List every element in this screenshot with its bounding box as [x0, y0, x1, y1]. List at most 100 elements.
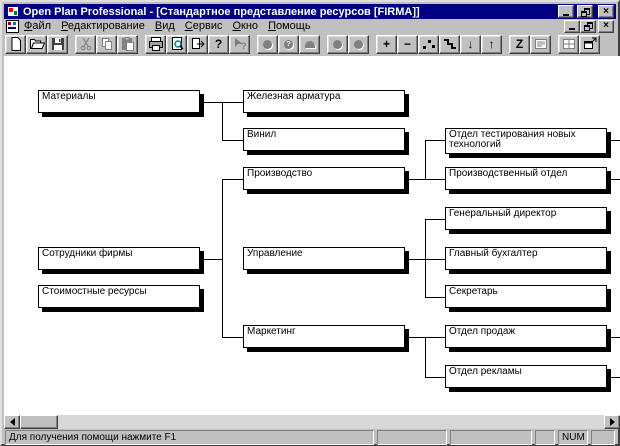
document-icon[interactable] [6, 19, 19, 33]
org-node-production-dept[interactable]: Производственный отдел [445, 167, 607, 190]
restore-button[interactable] [577, 5, 593, 18]
connector-line [611, 377, 620, 378]
connector-line [409, 259, 425, 260]
org-node-management[interactable]: Управление [243, 247, 405, 270]
connector-line [611, 179, 620, 180]
org-node-general-director[interactable]: Генеральный директор [445, 207, 607, 230]
status-pane [535, 430, 555, 445]
new-file-icon [11, 37, 21, 51]
node-dome-button[interactable] [299, 34, 320, 54]
remove-button[interactable]: − [397, 34, 418, 54]
toolbar: ? ? ? + − ↓ ↑ Z [4, 33, 616, 55]
sort-z-button[interactable]: Z [509, 34, 530, 54]
connector-line [425, 377, 445, 378]
org-node-label: Главный бухгалтер [449, 248, 538, 259]
connector-line [425, 219, 445, 220]
window-cascade-button[interactable] [579, 34, 600, 54]
org-node-materials[interactable]: Материалы [38, 90, 200, 113]
child-minimize-button[interactable] [564, 19, 580, 33]
scroll-left-button[interactable] [4, 415, 20, 429]
status-pane [377, 430, 447, 445]
menu-service[interactable]: Сервис [184, 20, 223, 32]
minimize-button[interactable] [558, 5, 574, 18]
connector-line [409, 337, 425, 338]
circle-icon [263, 39, 272, 49]
window-tile-button[interactable] [558, 34, 579, 54]
org-node-label: Секретарь [449, 286, 498, 297]
close-icon: × [603, 20, 609, 31]
open-button[interactable] [26, 34, 47, 54]
org-node-iron-fittings[interactable]: Железная арматура [243, 90, 405, 113]
context-help-button[interactable]: ? [229, 34, 250, 54]
org-node-label: Маркетинг [247, 326, 296, 337]
menu-edit[interactable]: Редактирование [61, 20, 145, 32]
org-node-secretary[interactable]: Секретарь [445, 285, 607, 308]
context-help-icon: ? [234, 38, 247, 51]
org-node-label: Материалы [42, 91, 96, 102]
org-node-sales-dept[interactable]: Отдел продаж [445, 325, 607, 348]
org-node-chief-accountant[interactable]: Главный бухгалтер [445, 247, 607, 270]
child-restore-button[interactable] [580, 19, 596, 33]
status-pane [591, 430, 615, 445]
close-button[interactable]: × [598, 5, 614, 18]
circle-icon [354, 39, 363, 49]
menu-file[interactable]: Файл [24, 20, 52, 32]
connector-line [425, 297, 445, 298]
print-preview-button[interactable] [166, 34, 187, 54]
scroll-right-button[interactable] [604, 415, 620, 429]
org-node-label: Железная арматура [247, 91, 341, 102]
child-close-button[interactable]: × [598, 19, 614, 33]
menu-help[interactable]: Помощь [268, 20, 311, 32]
steps-button[interactable] [439, 34, 460, 54]
scrollbar-thumb[interactable] [20, 415, 58, 429]
connector-line [204, 259, 223, 260]
notes-button[interactable] [530, 34, 551, 54]
link-nodes-button[interactable] [418, 34, 439, 54]
node-circle-question-button[interactable]: ? [278, 34, 299, 54]
menu-view[interactable]: Вид [154, 20, 175, 32]
connector-line [425, 337, 426, 378]
node-circle-b-button[interactable] [348, 34, 369, 54]
menu-window[interactable]: Окно [232, 20, 259, 32]
node-circle-button[interactable] [257, 34, 278, 54]
open-folder-icon [29, 39, 45, 49]
move-up-button[interactable]: ↑ [481, 34, 502, 54]
scissors-icon [80, 37, 91, 51]
connector-line [425, 337, 445, 338]
help-button[interactable]: ? [208, 34, 229, 54]
org-node-testing-dept[interactable]: Отдел тестирования новых технологий [445, 128, 607, 154]
new-button[interactable] [5, 34, 26, 54]
add-button[interactable]: + [376, 34, 397, 54]
connector-line [425, 219, 426, 298]
notes-icon [534, 39, 547, 49]
org-node-staff[interactable]: Сотрудники фирмы [38, 247, 200, 270]
move-down-button[interactable]: ↓ [460, 34, 481, 54]
cascade-window-icon [583, 37, 596, 49]
print-button[interactable] [145, 34, 166, 54]
arrow-down-icon: ↓ [467, 37, 474, 51]
cut-button[interactable] [75, 34, 96, 54]
status-message: Для получения помощи нажмите F1 [5, 430, 374, 445]
exchange-button[interactable] [187, 34, 208, 54]
org-node-marketing[interactable]: Маркетинг [243, 325, 405, 348]
diagram-canvas[interactable]: Материалы Железная арматура Винил Произв… [4, 56, 620, 415]
horizontal-scrollbar[interactable] [4, 415, 620, 429]
node-circle-a-button[interactable] [327, 34, 348, 54]
svg-text:?: ? [241, 41, 247, 51]
arrow-up-icon: ↑ [488, 37, 495, 51]
org-node-production[interactable]: Производство [243, 167, 405, 190]
paste-button[interactable] [117, 34, 138, 54]
connector-line [611, 337, 620, 338]
org-node-advertising-dept[interactable]: Отдел рекламы [445, 365, 607, 388]
copy-button[interactable] [96, 34, 117, 54]
steps-icon [443, 39, 456, 49]
save-button[interactable] [47, 34, 68, 54]
org-node-label: Отдел рекламы [449, 366, 522, 377]
org-node-cost-resources[interactable]: Стоимостные ресурсы [38, 285, 200, 308]
circle-icon [333, 39, 342, 49]
minimize-icon [563, 13, 569, 16]
org-node-vinyl[interactable]: Винил [243, 128, 405, 151]
app-icon [6, 5, 20, 18]
window-title: Open Plan Professional - [Стандартное пр… [23, 5, 420, 18]
